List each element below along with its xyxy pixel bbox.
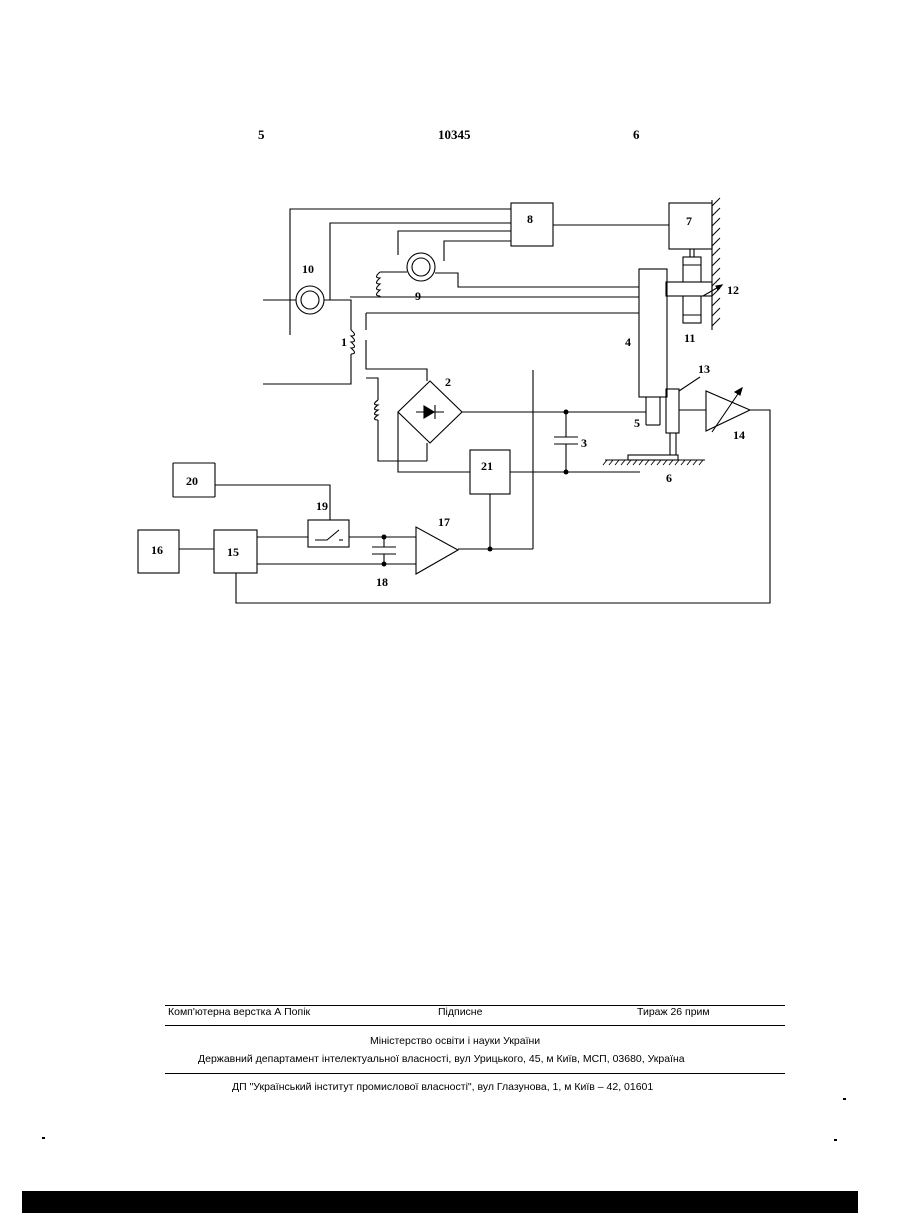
label-12: 12 [727, 283, 739, 297]
current-sensor-9 [407, 253, 435, 281]
label-21: 21 [481, 459, 493, 473]
switch-19 [308, 520, 349, 547]
sensor-13 [666, 389, 679, 433]
amplifier-17 [416, 527, 458, 574]
label-11: 11 [684, 331, 695, 345]
footer-rule-bottom [165, 1073, 785, 1074]
label-3: 3 [581, 436, 587, 450]
circuit-diagram: 1 2 3 4 5 6 7 8 9 10 11 12 13 14 15 16 1… [0, 0, 900, 640]
label-8: 8 [527, 212, 533, 226]
label-9: 9 [415, 289, 421, 303]
label-19: 19 [316, 499, 328, 513]
scan-speck [834, 1139, 837, 1141]
label-1: 1 [341, 335, 347, 349]
current-sensor-10 [296, 286, 324, 314]
scan-speck [42, 1137, 45, 1139]
label-20: 20 [186, 474, 198, 488]
label-10: 10 [302, 262, 314, 276]
label-13: 13 [698, 362, 710, 376]
footer-signed: Підписне [438, 1006, 482, 1018]
footer-rule-middle [165, 1025, 785, 1026]
label-16: 16 [151, 543, 163, 557]
label-6: 6 [666, 471, 672, 485]
amplifier-14 [706, 391, 750, 431]
label-5: 5 [634, 416, 640, 430]
footer-layout: Комп'ютерна верстка А Попік [168, 1006, 310, 1018]
footer-department: Державний департамент інтелектуальної вл… [198, 1053, 685, 1065]
scan-speck [843, 1098, 846, 1100]
electrode-holder-4 [639, 269, 667, 397]
footer-circulation: Тираж 26 прим [637, 1006, 710, 1018]
label-7: 7 [686, 214, 692, 228]
scan-edge-bar [22, 1191, 858, 1213]
footer-ministry: Міністерство освіти і науки України [370, 1035, 540, 1047]
label-17: 17 [438, 515, 450, 529]
footer-institute: ДП "Український інститут промислової вла… [232, 1081, 653, 1093]
label-2: 2 [445, 375, 451, 389]
label-14: 14 [733, 428, 745, 442]
label-15: 15 [227, 545, 239, 559]
label-18: 18 [376, 575, 388, 589]
label-4: 4 [625, 335, 631, 349]
